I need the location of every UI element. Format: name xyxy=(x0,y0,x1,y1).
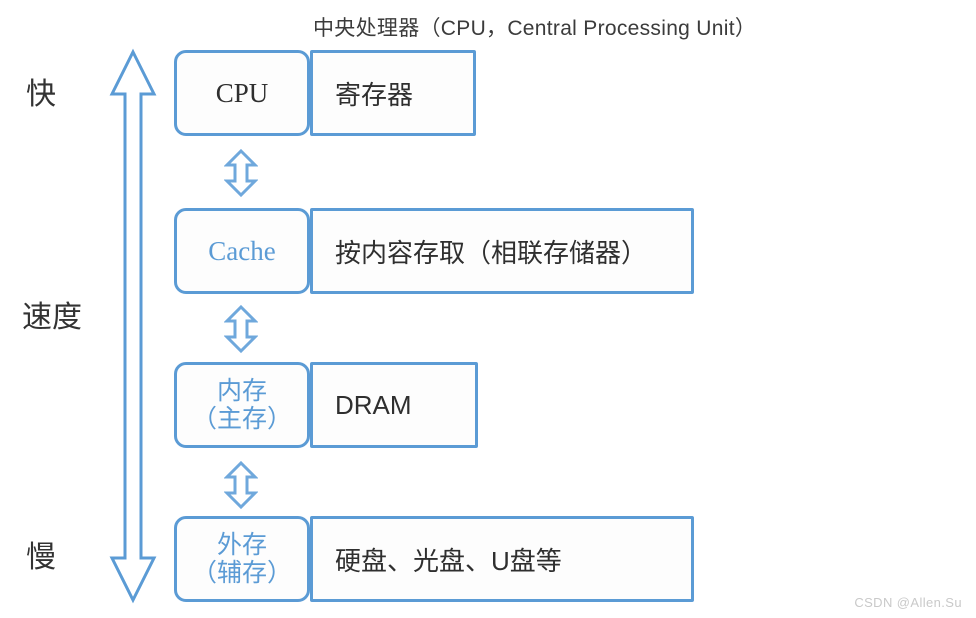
level-box-cache[interactable]: Cache xyxy=(174,208,310,294)
speed-axis-arrow-icon xyxy=(108,48,158,604)
level-desc-box-disk[interactable]: 硬盘、光盘、U盘等 xyxy=(310,516,694,602)
level-box-cpu[interactable]: CPU xyxy=(174,50,310,136)
level-desc-disk: 硬盘、光盘、U盘等 xyxy=(335,545,562,576)
level-desc-box-cache[interactable]: 按内容存取（相联存储器） xyxy=(310,208,694,294)
watermark: CSDN @Allen.Su xyxy=(854,595,962,610)
level-desc-cpu: 寄存器 xyxy=(335,79,414,110)
level-name-cache: Cache xyxy=(208,235,276,266)
level-desc-memory: DRAM xyxy=(335,389,412,420)
level-desc-box-memory[interactable]: DRAM xyxy=(310,362,478,448)
level-name-memory: 内存 （主存） xyxy=(191,377,292,433)
speed-label-speed: 速度 xyxy=(22,301,82,334)
level-box-disk[interactable]: 外存 （辅存） xyxy=(174,516,310,602)
connector-double-arrow-icon-cpu-cache xyxy=(223,148,259,198)
speed-label-fast: 快 xyxy=(26,78,56,111)
page-title: 中央处理器（CPU，Central Processing Unit） xyxy=(313,17,757,40)
level-box-memory[interactable]: 内存 （主存） xyxy=(174,362,310,448)
level-desc-cache: 按内容存取（相联存储器） xyxy=(335,237,648,268)
connector-double-arrow-icon-cache-memory xyxy=(223,304,259,354)
connector-double-arrow-icon-memory-disk xyxy=(223,460,259,510)
speed-label-slow: 慢 xyxy=(26,541,56,574)
level-name-cpu: CPU xyxy=(215,77,269,108)
level-desc-box-cpu[interactable]: 寄存器 xyxy=(310,50,476,136)
level-name-disk: 外存 （辅存） xyxy=(191,531,292,587)
